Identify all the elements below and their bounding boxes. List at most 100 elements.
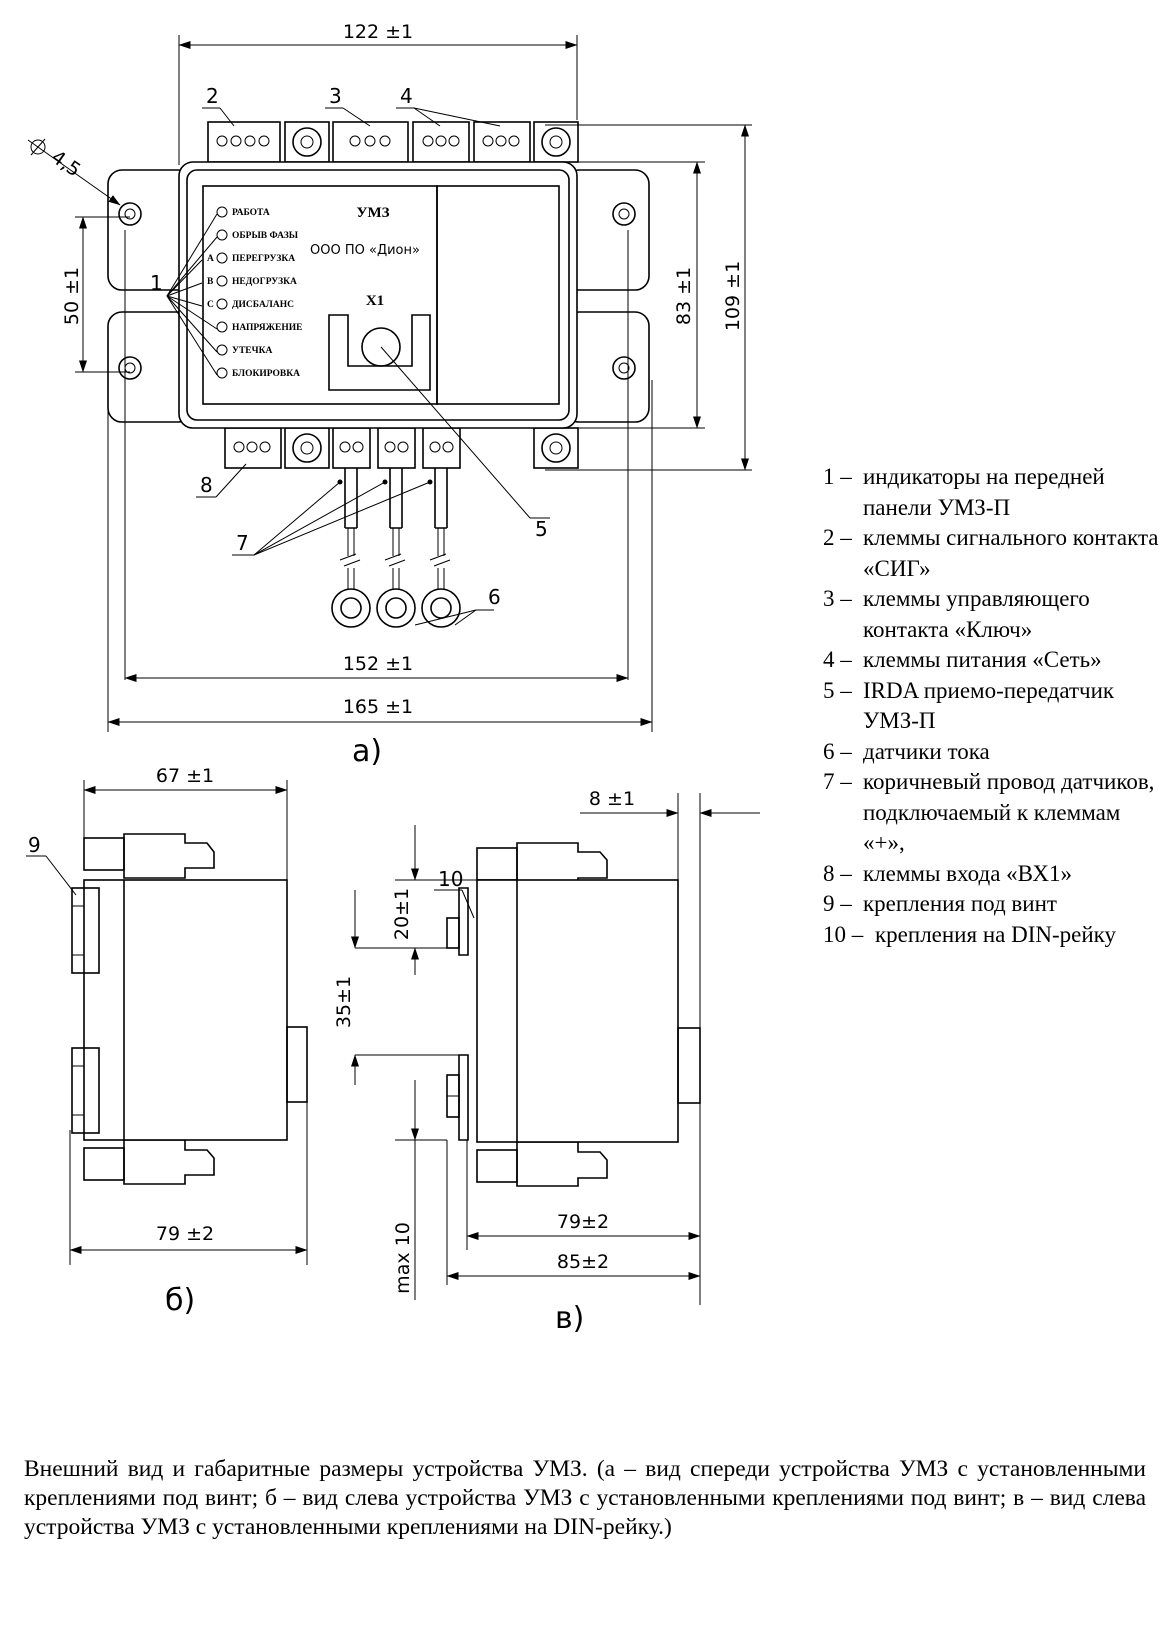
- sensor-wires: [337, 468, 451, 590]
- indicator-prefix: A: [207, 254, 214, 264]
- screw-post-icon: [533, 121, 579, 163]
- legend-number: 7 –: [823, 769, 852, 794]
- dim-protrusion: max 10: [392, 1222, 414, 1294]
- indicator-label: НАПРЯЖЕНИЕ: [232, 323, 302, 333]
- front-view: 122 ±1 50 ±1 83 ±1 109 ±1 152 ±1 165 ±1 …: [27, 21, 752, 769]
- indicator-led-icon: [216, 252, 228, 264]
- legend-item: 7 – коричневый провод датчиков, подключа…: [823, 767, 1163, 859]
- legend-text: клеммы сигнального контакта «СИГ»: [863, 525, 1159, 581]
- indicator-led-icon: [216, 321, 228, 333]
- legend-text: клеммы входа «ВХ1»: [863, 860, 1073, 886]
- dim-width-holes: 152 ±1: [343, 653, 413, 675]
- legend-text: датчики тока: [863, 738, 990, 764]
- legend-item: 3 – клеммы управляющего контакта «Ключ»: [823, 584, 1163, 645]
- legend-item: 10 – крепления на DIN-рейку: [823, 920, 1163, 951]
- terminal-block-power: [412, 121, 470, 163]
- legend-number: 3 –: [823, 586, 852, 611]
- indicator-led-icon: [216, 229, 228, 241]
- mount-hole-icon: [612, 202, 636, 226]
- legend-text: коричневый провод датчиков, подключаемый…: [863, 769, 1155, 855]
- housing-side: [83, 879, 288, 1141]
- view-label-a: а): [352, 734, 382, 769]
- legend-text: IRDA приемо-передатчик УМЗ-П: [863, 677, 1115, 734]
- terminal-block-sig: [207, 121, 281, 163]
- left-view-screw: 67 ±1 79 ±2 9 б): [26, 765, 308, 1318]
- indicator-label: БЛОКИРОВКА: [232, 369, 300, 379]
- indicator-label: ДИСБАЛАНС: [232, 300, 294, 310]
- legend-number: 5 –: [823, 677, 852, 703]
- current-sensor-icon: [331, 588, 371, 628]
- callout-5: 5: [535, 517, 548, 541]
- indicator-label: УТЕЧКА: [232, 346, 273, 356]
- indicator-led-icon: [216, 275, 228, 287]
- indicator-label: ОБРЫВ ФАЗЫ: [232, 231, 299, 241]
- dim-depth-top: 67 ±1: [156, 765, 214, 787]
- callout-6: 6: [488, 585, 501, 609]
- indicator-label: НЕДОГРУЗКА: [232, 277, 297, 287]
- irda-port-icon: [328, 314, 431, 391]
- legend-text: индикаторы на передней панели УМЗ-П: [863, 464, 1105, 520]
- legend-number: 4 –: [823, 647, 852, 672]
- legend-text: крепления под винт: [863, 891, 1057, 916]
- indicator-label: ПЕРЕГРУЗКА: [232, 254, 295, 264]
- legend: 1 – индикаторы на передней панели УМЗ-П …: [823, 462, 1163, 950]
- dim-width-total: 165 ±1: [343, 696, 413, 718]
- dim-width-top: 122 ±1: [343, 21, 413, 43]
- screw-post-icon: [533, 427, 579, 469]
- terminal-block-ct1: [332, 427, 371, 469]
- panel-port-label: X1: [366, 293, 384, 309]
- legend-text: крепления на DIN-рейку: [875, 921, 1116, 947]
- mount-hole-icon: [612, 356, 636, 380]
- callout-3: 3: [329, 84, 342, 108]
- indicator-led-icon: [216, 206, 228, 218]
- dim-offset: 8 ±1: [589, 788, 635, 810]
- screw-post-icon: [284, 121, 330, 163]
- left-view-din: 8 ±1 20±1 35±1 max 10: [333, 788, 760, 1336]
- callout-10: 10: [438, 867, 463, 891]
- callout-9: 9: [28, 833, 41, 857]
- view-label-b: б): [165, 1283, 195, 1318]
- current-sensor-icon: [376, 588, 416, 628]
- legend-text: клеммы управляющего контакта «Ключ»: [863, 586, 1090, 642]
- mount-hole-icon: [118, 202, 142, 226]
- terminal-block-ct3: [422, 427, 461, 469]
- callout-4: 4: [400, 84, 413, 108]
- dim-height-total: 109 ±1: [722, 261, 744, 331]
- callout-1: 1: [150, 271, 163, 295]
- dim-height-body: 83 ±1: [673, 267, 695, 325]
- terminal-block-input: [224, 427, 282, 469]
- figure-caption: Внешний вид и габаритные размеры устройс…: [24, 1456, 1146, 1540]
- legend-item: 4 – клеммы питания «Сеть»: [823, 645, 1163, 676]
- indicator-led-icon: [216, 367, 228, 379]
- callout-8: 8: [200, 473, 213, 497]
- mount-hole-icon: [118, 356, 142, 380]
- terminal-block-extra: [473, 121, 531, 163]
- housing-front: [178, 161, 578, 429]
- indicator-led-icon: [216, 344, 228, 356]
- legend-item: 2 – клеммы сигнального контакта «СИГ»: [823, 523, 1163, 584]
- legend-item: 5 – IRDA приемо-передатчик УМЗ-П: [823, 676, 1163, 737]
- legend-number: 2 –: [823, 525, 852, 550]
- legend-item: 9 – крепления под винт: [823, 889, 1163, 920]
- legend-number: 9 –: [823, 891, 852, 916]
- legend-number: 8 –: [823, 860, 852, 886]
- legend-item: 6 – датчики тока: [823, 737, 1163, 768]
- view-label-c: в): [555, 1301, 584, 1336]
- dim-depth-total: 79 ±2: [156, 1223, 214, 1245]
- dim-din-rail: 35±1: [333, 976, 355, 1028]
- panel-title: УМЗ: [356, 205, 389, 221]
- terminal-block-ct2: [377, 427, 416, 469]
- legend-item: 8 – клеммы входа «ВХ1»: [823, 859, 1163, 890]
- dim-depth-body: 79±2: [557, 1211, 609, 1233]
- screw-post-icon: [284, 427, 330, 469]
- dim-din-upper: 20±1: [391, 888, 413, 940]
- housing-side-din: [476, 879, 679, 1143]
- legend-number: 1 –: [823, 464, 852, 489]
- current-sensor-icon: [421, 588, 461, 628]
- indicator-led-icon: [216, 298, 228, 310]
- dim-hole-spacing: 50 ±1: [61, 267, 83, 325]
- terminal-block-key: [332, 121, 409, 163]
- legend-item: 1 – индикаторы на передней панели УМЗ-П: [823, 462, 1163, 523]
- indicator-label: РАБОТА: [232, 208, 270, 218]
- indicator-prefix: B: [207, 277, 214, 287]
